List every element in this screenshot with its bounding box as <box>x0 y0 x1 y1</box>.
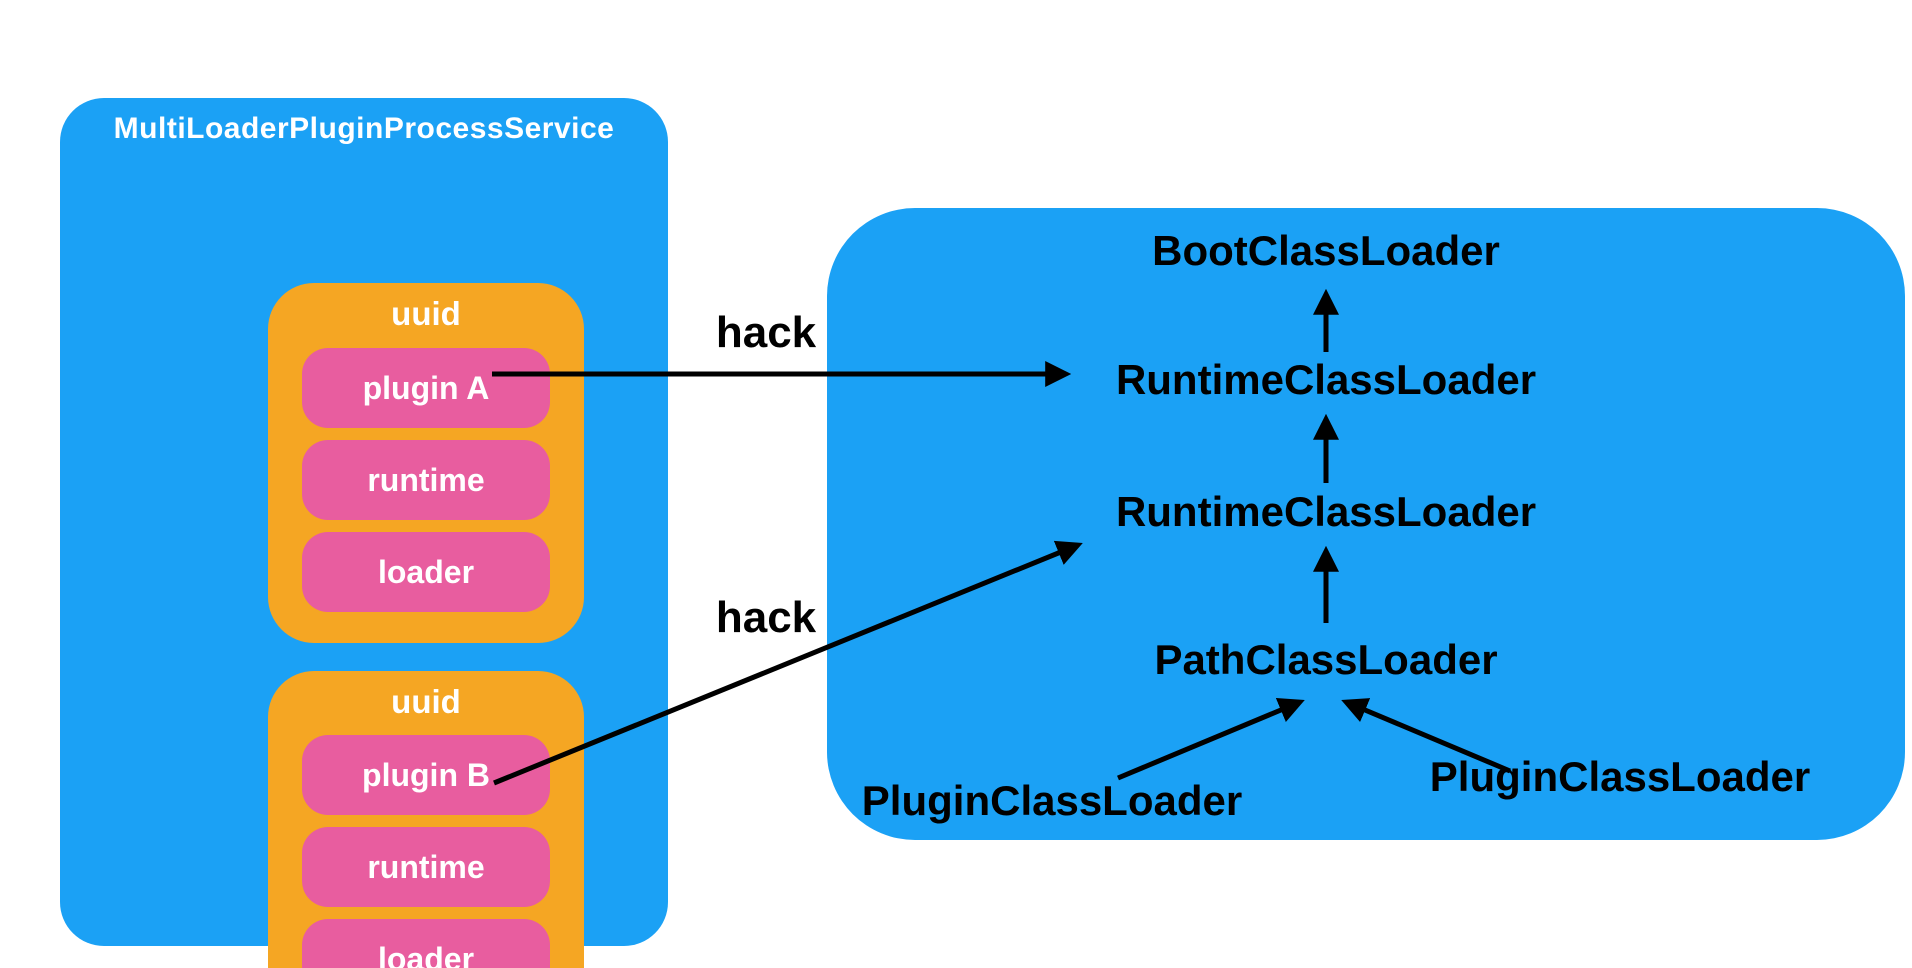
chip-plugin-a: plugin A <box>302 348 550 428</box>
chip-loader-a: loader <box>302 532 550 612</box>
process-service-box: MultiLoaderPluginProcessService uuid plu… <box>60 98 668 968</box>
node-plugin-classloader-left: PluginClassLoader <box>861 777 1243 824</box>
chip-loader-b: loader <box>302 919 550 968</box>
node-runtime-classloader-bottom: RuntimeClassLoader <box>1115 488 1537 535</box>
node-path-classloader: PathClassLoader <box>1154 636 1498 683</box>
node-runtime-classloader-top: RuntimeClassLoader <box>1115 356 1537 403</box>
uuid-label: uuid <box>391 683 461 720</box>
process-service-title: MultiLoaderPluginProcessService <box>113 112 615 145</box>
chip-runtime-b: runtime <box>302 827 550 907</box>
uuid-label: uuid <box>391 295 461 332</box>
node-plugin-classloader-right: PluginClassLoader <box>1429 753 1811 800</box>
hack-label-bottom: hack <box>715 593 817 642</box>
node-boot-classloader: BootClassLoader <box>1152 227 1500 274</box>
chip-plugin-b: plugin B <box>302 735 550 815</box>
uuid-group-a: uuid plugin A runtime loader <box>268 283 584 643</box>
hack-label-top: hack <box>715 308 817 357</box>
uuid-group-b: uuid plugin B runtime loader <box>268 671 584 968</box>
chip-runtime-a: runtime <box>302 440 550 520</box>
